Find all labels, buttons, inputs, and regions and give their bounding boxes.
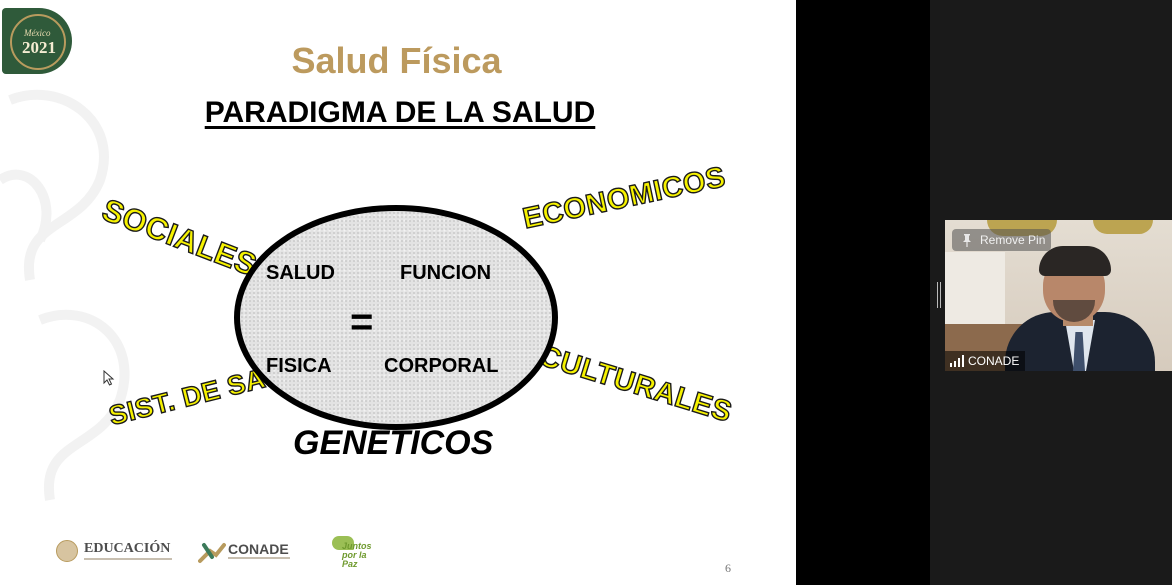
equation-corporal: CORPORAL <box>384 355 499 377</box>
juntos-por-la-paz-logo: Juntos por la Paz <box>330 536 375 570</box>
participant-video-tile[interactable]: Remove Pin CONADE <box>945 220 1172 371</box>
equation-equals: = <box>350 300 374 344</box>
mouse-cursor-icon <box>103 370 115 386</box>
determinant-geneticos: GENETICOS <box>293 424 494 462</box>
equation-fisica: FISICA <box>266 355 332 377</box>
juntos-label: Juntos por la Paz <box>342 541 372 569</box>
participant-tie <box>1073 332 1085 371</box>
participant-name: CONADE <box>968 354 1020 368</box>
conade-subline <box>228 557 290 559</box>
content-divider-area <box>796 0 930 585</box>
logo-caption: México <box>24 28 51 38</box>
panel-resize-handle[interactable] <box>937 282 941 308</box>
slide-number: 6 <box>725 561 731 575</box>
determinant-culturales: CULTURALES <box>535 339 736 429</box>
remove-pin-button[interactable]: Remove Pin <box>952 229 1051 251</box>
mexico-2021-logo: México 2021 <box>2 8 72 74</box>
participant-hair <box>1039 246 1111 276</box>
conade-label: CONADE <box>228 541 289 557</box>
educacion-label: EDUCACIÓN <box>84 541 171 556</box>
remove-pin-label: Remove Pin <box>980 233 1046 247</box>
conade-runner-icon <box>198 543 226 563</box>
signal-bars-icon <box>950 355 964 367</box>
equation-funcion: FUNCION <box>400 262 492 284</box>
slide-title: Salud Física <box>291 40 502 81</box>
leaf-icon <box>332 536 354 550</box>
participant-name-label: CONADE <box>945 351 1025 371</box>
slide-subtitle: PARADIGMA DE LA SALUD <box>204 96 596 129</box>
determinant-economicos: ECONOMICOS <box>519 160 729 236</box>
educacion-subline <box>84 558 172 560</box>
equation-salud: SALUD <box>266 262 335 284</box>
participant-beard <box>1053 300 1095 322</box>
logo-ring <box>10 14 66 70</box>
government-seal-icon <box>56 540 78 562</box>
logo-year: 2021 <box>22 38 56 57</box>
watermark-pattern <box>0 89 130 501</box>
presentation-slide: México 2021 Salud Física PARADIGMA DE LA… <box>0 0 796 585</box>
ceiling-lamp <box>1093 220 1153 234</box>
health-ellipse <box>234 205 558 430</box>
pin-icon <box>963 234 971 247</box>
